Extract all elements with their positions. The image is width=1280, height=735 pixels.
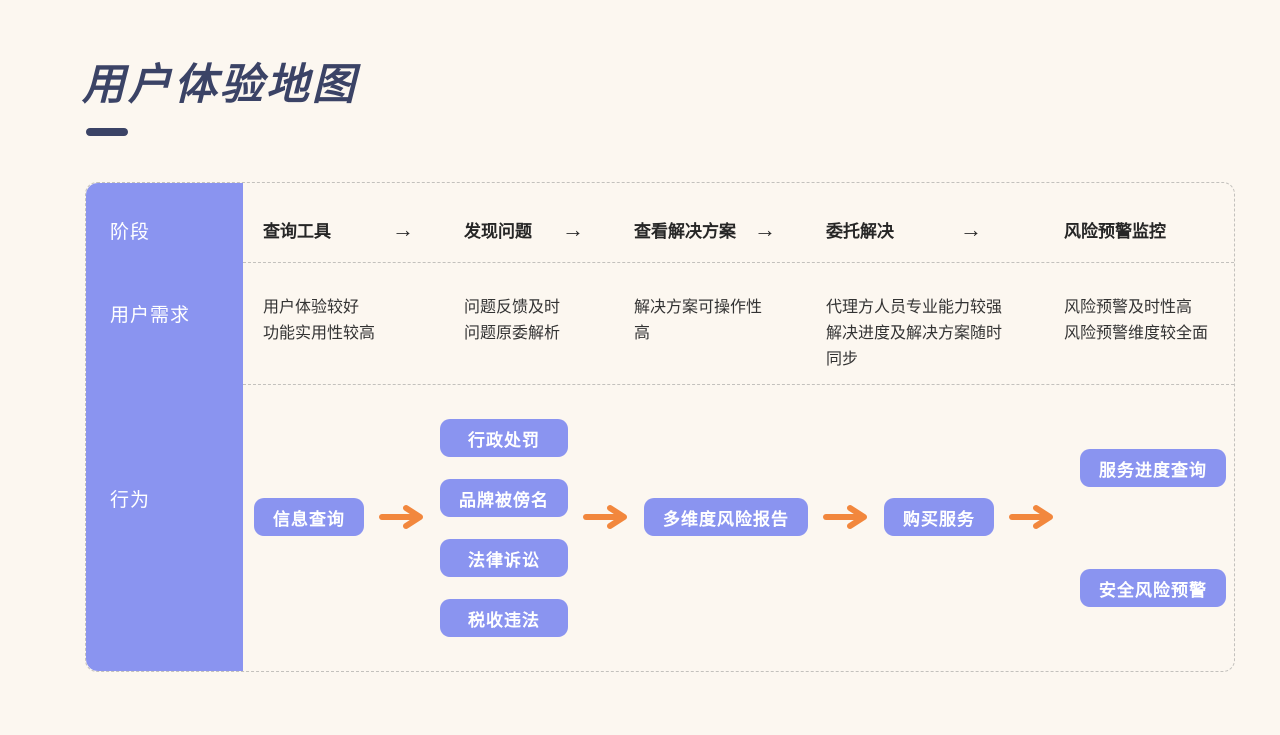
flow-node-purchase-service[interactable]: 购买服务 xyxy=(884,498,994,536)
map-content: 查询工具 → 发现问题 → 查看解决方案 → 委托解决 → 风险预警监控 用户体… xyxy=(243,183,1234,671)
need-text-entrust: 代理方人员专业能力较强 解决进度及解决方案随时 同步 xyxy=(826,299,1003,368)
behavior-row: 信息查询 行政处罚 品牌被傍名 法律诉讼 税收违法 多维度风险报告 购买服务 xyxy=(243,385,1234,671)
flow-node-tax-violation[interactable]: 税收违法 xyxy=(440,599,568,637)
right-arrow-icon: → xyxy=(960,216,982,242)
needs-row: 用户体验较好 功能实用性较高 问题反馈及时 问题原委解析 解决方案可操作性 高 … xyxy=(243,263,1234,385)
orange-arrow-icon xyxy=(1009,505,1053,529)
problem-node-stack: 行政处罚 品牌被傍名 法律诉讼 税收违法 xyxy=(440,419,568,637)
right-arrow-icon: → xyxy=(562,216,584,242)
flow-node-brand-squatting[interactable]: 品牌被傍名 xyxy=(440,479,568,517)
flow-node-info-query[interactable]: 信息查询 xyxy=(254,498,364,536)
right-arrow-icon: → xyxy=(754,216,776,242)
right-arrow-icon: → xyxy=(392,216,414,242)
monitor-node-stack: 服务进度查询 安全风险预警 xyxy=(1080,449,1226,607)
stages-row: 查询工具 → 发现问题 → 查看解决方案 → 委托解决 → 风险预警监控 xyxy=(243,183,1234,263)
stage-cell-query-tool: 查询工具 → xyxy=(243,217,444,243)
row-header-column: 阶段 用户需求 行为 xyxy=(86,183,243,671)
stage-cell-entrust: 委托解决 → xyxy=(806,217,1044,243)
experience-map-table: 阶段 用户需求 行为 查询工具 → 发现问题 → 查看解决方案 → 委托解决 → xyxy=(85,182,1235,672)
orange-arrow-icon xyxy=(823,505,867,529)
stage-label: 风险预警监控 xyxy=(1064,222,1166,241)
stage-cell-find-problem: 发现问题 → xyxy=(444,217,614,243)
need-text-view-solution: 解决方案可操作性 高 xyxy=(634,299,763,342)
row-header-stage: 阶段 xyxy=(110,221,151,243)
stage-label: 发现问题 xyxy=(464,222,532,241)
orange-arrow-icon xyxy=(583,505,627,529)
row-header-behavior: 行为 xyxy=(110,489,151,511)
flow-node-risk-report[interactable]: 多维度风险报告 xyxy=(644,498,808,536)
need-text-risk-monitor: 风险预警及时性高 风险预警维度较全面 xyxy=(1064,299,1209,342)
flow-node-lawsuit[interactable]: 法律诉讼 xyxy=(440,539,568,577)
stage-cell-view-solution: 查看解决方案 → xyxy=(614,217,806,243)
orange-arrow-icon xyxy=(379,505,423,529)
flow-node-security-alert[interactable]: 安全风险预警 xyxy=(1080,569,1226,607)
stage-cell-risk-monitor: 风险预警监控 xyxy=(1044,217,1234,242)
stage-label: 委托解决 xyxy=(826,222,894,241)
flow-node-service-progress[interactable]: 服务进度查询 xyxy=(1080,449,1226,487)
need-text-find-problem: 问题反馈及时 问题原委解析 xyxy=(464,299,561,342)
stage-label: 查看解决方案 xyxy=(634,222,736,241)
row-header-needs: 用户需求 xyxy=(110,304,191,326)
page-title: 用户体验地图 xyxy=(82,61,358,109)
need-text-query-tool: 用户体验较好 功能实用性较高 xyxy=(263,299,376,342)
stage-label: 查询工具 xyxy=(263,222,331,241)
title-underline-dash xyxy=(86,128,128,136)
flow-node-admin-penalty[interactable]: 行政处罚 xyxy=(440,419,568,457)
